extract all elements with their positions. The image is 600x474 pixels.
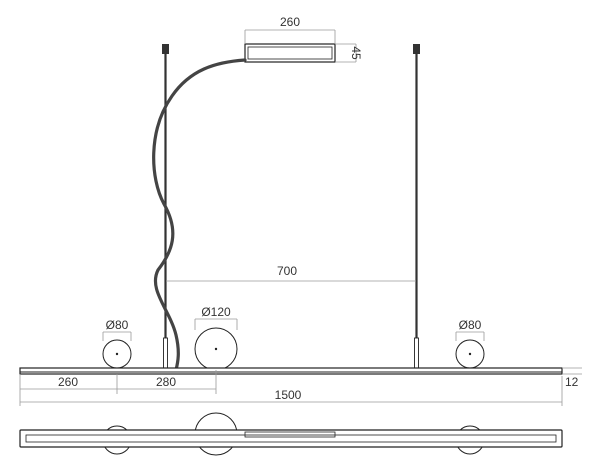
bar-thickness-dimension: 12	[562, 367, 582, 389]
wire-spacing-label: 700	[277, 264, 297, 278]
left-globe-diameter-dimension: Ø80	[102, 318, 132, 341]
center-globe	[194, 327, 238, 371]
driver-width-dimension: 260	[244, 15, 336, 44]
bar-thickness-label: 12	[565, 375, 579, 389]
right-globe	[455, 339, 485, 369]
left-globe-diameter-label: Ø80	[106, 318, 129, 332]
left-globe	[102, 339, 132, 369]
total-length-dimension: 1500	[19, 376, 563, 406]
right-globe-diameter-label: Ø80	[459, 318, 482, 332]
globe-offset-dimensions: 260 280	[19, 370, 217, 394]
right-globe-diameter-dimension: Ø80	[455, 318, 485, 341]
top-view-driver	[244, 431, 336, 438]
top-view	[19, 412, 563, 456]
left-offset-label: 260	[58, 375, 78, 389]
wire-spacing-dimension: 700	[166, 264, 416, 282]
center-offset-label: 280	[156, 375, 176, 389]
center-globe-diameter-dimension: Ø120	[194, 305, 238, 330]
light-bar-side-view	[19, 367, 563, 375]
right-wire-clamp	[414, 337, 419, 369]
right-ceiling-canopy	[413, 44, 420, 54]
total-length-label: 1500	[275, 388, 302, 402]
driver-box	[244, 43, 336, 63]
driver-height-dimension: 45	[335, 43, 363, 63]
left-wire-clamp	[163, 337, 168, 369]
power-cable	[152, 58, 247, 372]
left-ceiling-canopy	[162, 44, 169, 54]
center-globe-diameter-label: Ø120	[201, 305, 231, 319]
driver-height-label: 45	[349, 46, 363, 60]
driver-width-label: 260	[280, 15, 300, 29]
